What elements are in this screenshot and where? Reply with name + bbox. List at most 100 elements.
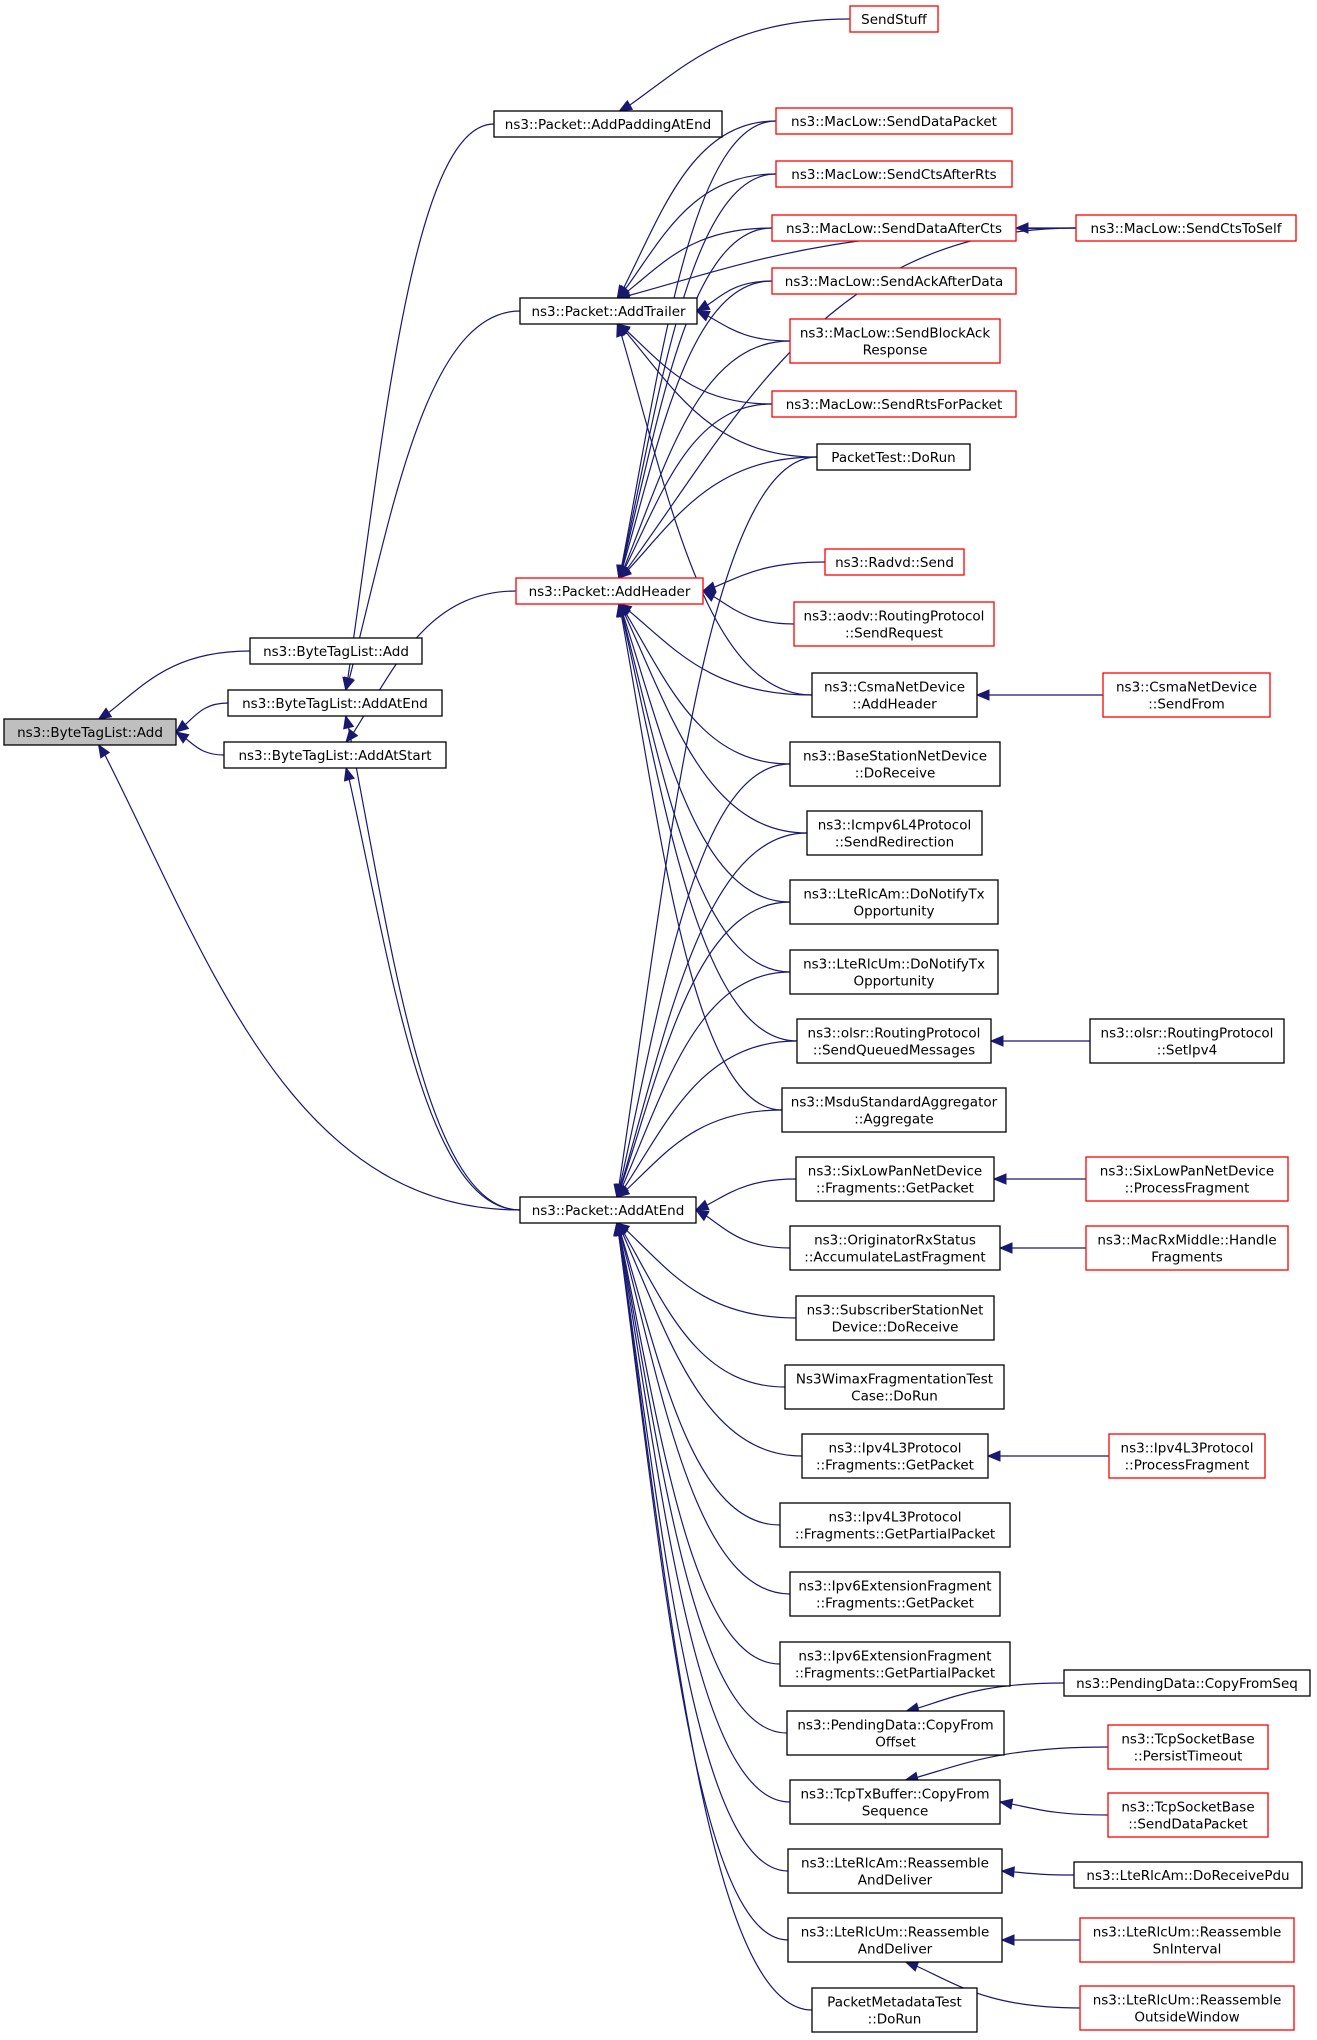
node-box-ipv6frag-getpartial[interactable] — [779, 1641, 1011, 1687]
node-root[interactable]: ns3::ByteTagList::Add — [3, 718, 177, 746]
node-btl-add[interactable]: ns3::ByteTagList::Add — [249, 637, 423, 665]
node-btl-addatstart[interactable]: ns3::ByteTagList::AddAtStart — [223, 741, 447, 769]
node-box-originator-accumulate[interactable] — [789, 1225, 1001, 1271]
node-box-tcpsocket-persisttimeout[interactable] — [1107, 1724, 1269, 1770]
node-pkt-addpadding[interactable]: ns3::Packet::AddPaddingAtEnd — [493, 110, 723, 138]
node-box-root[interactable] — [3, 718, 177, 746]
node-box-pendingdata-copyfromoffset[interactable] — [786, 1710, 1005, 1756]
node-box-pkt-addpadding[interactable] — [493, 110, 723, 138]
node-box-pendingdata-copyfromseq[interactable] — [1063, 1669, 1311, 1697]
node-olsr-setipv4[interactable]: ns3::olsr::RoutingProtocol::SetIpv4 — [1089, 1018, 1285, 1064]
node-box-ipv4l3-getpacket[interactable] — [801, 1433, 989, 1479]
node-ml-sendackafterdata[interactable]: ns3::MacLow::SendAckAfterData — [771, 267, 1017, 295]
node-pkt-addtrailer[interactable]: ns3::Packet::AddTrailer — [519, 297, 698, 325]
node-box-icmpv6-sendredirection[interactable] — [806, 810, 983, 856]
node-box-radvd-send[interactable] — [824, 548, 965, 576]
node-pendingdata-copyfromseq[interactable]: ns3::PendingData::CopyFromSeq — [1063, 1669, 1311, 1697]
node-ipv6frag-getpartial[interactable]: ns3::Ipv6ExtensionFragment::Fragments::G… — [779, 1641, 1011, 1687]
node-sendstuff[interactable]: SendStuff — [849, 5, 939, 33]
node-ipv4l3-getpartial[interactable]: ns3::Ipv4L3Protocol::Fragments::GetParti… — [779, 1502, 1011, 1548]
node-ml-sendctstoself[interactable]: ns3::MacLow::SendCtsToSelf — [1075, 214, 1297, 242]
node-box-tcpsocket-senddatapacket[interactable] — [1107, 1792, 1269, 1838]
node-box-btl-add[interactable] — [249, 637, 423, 665]
node-originator-accumulate[interactable]: ns3::OriginatorRxStatus::AccumulateLastF… — [789, 1225, 1001, 1271]
node-box-ml-sendrtsforpacket[interactable] — [771, 390, 1017, 418]
node-box-sixlowpan-getpacket[interactable] — [795, 1156, 995, 1202]
node-box-msdu-aggregate[interactable] — [781, 1087, 1007, 1133]
node-ml-senddataaftercts[interactable]: ns3::MacLow::SendDataAfterCts — [771, 214, 1017, 242]
node-ipv6frag-getpacket[interactable]: ns3::Ipv6ExtensionFragment::Fragments::G… — [789, 1571, 1001, 1617]
node-csma-sendfrom[interactable]: ns3::CsmaNetDevice::SendFrom — [1102, 672, 1271, 718]
node-msdu-aggregate[interactable]: ns3::MsduStandardAggregator::Aggregate — [781, 1087, 1007, 1133]
node-box-lterlcam-donotify[interactable] — [789, 879, 999, 925]
node-pkt-addheader[interactable]: ns3::Packet::AddHeader — [515, 577, 704, 605]
node-olsr-sendqueued[interactable]: ns3::olsr::RoutingProtocol::SendQueuedMe… — [796, 1018, 992, 1064]
node-box-lterlcum-reassemble[interactable] — [787, 1917, 1003, 1963]
node-box-pkt-addheader[interactable] — [515, 577, 704, 605]
node-packetmetadatatest[interactable]: PacketMetadataTest::DoRun — [811, 1987, 978, 2033]
node-box-aodv-sendrequest[interactable] — [793, 601, 995, 647]
node-box-sixlowpan-processfragment[interactable] — [1085, 1156, 1289, 1202]
node-box-btl-addatstart[interactable] — [223, 741, 447, 769]
node-box-ipv4l3-getpartial[interactable] — [779, 1502, 1011, 1548]
node-box-lterlcum-reassemblesn[interactable] — [1079, 1917, 1295, 1963]
node-pkt-addatend[interactable]: ns3::Packet::AddAtEnd — [519, 1196, 697, 1224]
node-box-olsr-setipv4[interactable] — [1089, 1018, 1285, 1064]
node-box-ml-senddatapacket[interactable] — [775, 107, 1013, 135]
node-box-lterlcam-doreceivepdu[interactable] — [1073, 1861, 1303, 1889]
node-box-wimaxfrag-dorun[interactable] — [784, 1364, 1005, 1410]
node-box-btl-addatend[interactable] — [227, 689, 443, 717]
node-box-ssnd-doreceive[interactable] — [795, 1295, 995, 1341]
node-ipv4l3-getpacket[interactable]: ns3::Ipv4L3Protocol::Fragments::GetPacke… — [801, 1433, 989, 1479]
node-box-olsr-sendqueued[interactable] — [796, 1018, 992, 1064]
node-aodv-sendrequest[interactable]: ns3::aodv::RoutingProtocol::SendRequest — [793, 601, 995, 647]
node-box-packetmetadatatest[interactable] — [811, 1987, 978, 2033]
node-box-lterlcum-reassembleoutside[interactable] — [1079, 1985, 1295, 2031]
node-box-pkt-addtrailer[interactable] — [519, 297, 698, 325]
node-sixlowpan-processfragment[interactable]: ns3::SixLowPanNetDevice::ProcessFragment — [1085, 1156, 1289, 1202]
node-box-ml-senddataaftercts[interactable] — [771, 214, 1017, 242]
node-ssnd-doreceive[interactable]: ns3::SubscriberStationNetDevice::DoRecei… — [795, 1295, 995, 1341]
node-box-csma-sendfrom[interactable] — [1102, 672, 1271, 718]
node-box-ml-sendblockack[interactable] — [789, 318, 1001, 364]
node-box-lterlcum-donotify[interactable] — [789, 949, 999, 995]
node-tcpsocket-persisttimeout[interactable]: ns3::TcpSocketBase::PersistTimeout — [1107, 1724, 1269, 1770]
node-sixlowpan-getpacket[interactable]: ns3::SixLowPanNetDevice::Fragments::GetP… — [795, 1156, 995, 1202]
node-ipv4l3-processfragment[interactable]: ns3::Ipv4L3Protocol::ProcessFragment — [1108, 1433, 1266, 1479]
node-bsnd-doreceive[interactable]: ns3::BaseStationNetDevice::DoReceive — [789, 741, 1001, 787]
node-btl-addatend[interactable]: ns3::ByteTagList::AddAtEnd — [227, 689, 443, 717]
node-box-ml-sendctsafterrts[interactable] — [775, 160, 1013, 188]
node-radvd-send[interactable]: ns3::Radvd::Send — [824, 548, 965, 576]
node-ml-senddatapacket[interactable]: ns3::MacLow::SendDataPacket — [775, 107, 1013, 135]
node-box-macrxmiddle-handle[interactable] — [1085, 1225, 1289, 1271]
node-lterlcam-doreceivepdu[interactable]: ns3::LteRlcAm::DoReceivePdu — [1073, 1861, 1303, 1889]
node-box-ml-sendctstoself[interactable] — [1075, 214, 1297, 242]
node-ml-sendctsafterrts[interactable]: ns3::MacLow::SendCtsAfterRts — [775, 160, 1013, 188]
node-box-pkt-addatend[interactable] — [519, 1196, 697, 1224]
node-packettest[interactable]: PacketTest::DoRun — [816, 443, 971, 471]
node-box-lterlcam-reassemble[interactable] — [787, 1848, 1003, 1894]
node-csma-addheader[interactable]: ns3::CsmaNetDevice::AddHeader — [811, 672, 978, 718]
node-box-tcptxbuffer-copyfromseq[interactable] — [789, 1779, 1001, 1825]
node-ml-sendrtsforpacket[interactable]: ns3::MacLow::SendRtsForPacket — [771, 390, 1017, 418]
node-tcpsocket-senddatapacket[interactable]: ns3::TcpSocketBase::SendDataPacket — [1107, 1792, 1269, 1838]
node-box-ipv4l3-processfragment[interactable] — [1108, 1433, 1266, 1479]
node-box-ipv6frag-getpacket[interactable] — [789, 1571, 1001, 1617]
node-icmpv6-sendredirection[interactable]: ns3::Icmpv6L4Protocol::SendRedirection — [806, 810, 983, 856]
node-box-ml-sendackafterdata[interactable] — [771, 267, 1017, 295]
node-box-csma-addheader[interactable] — [811, 672, 978, 718]
node-box-bsnd-doreceive[interactable] — [789, 741, 1001, 787]
node-box-packettest[interactable] — [816, 443, 971, 471]
node-box-sendstuff[interactable] — [849, 5, 939, 33]
